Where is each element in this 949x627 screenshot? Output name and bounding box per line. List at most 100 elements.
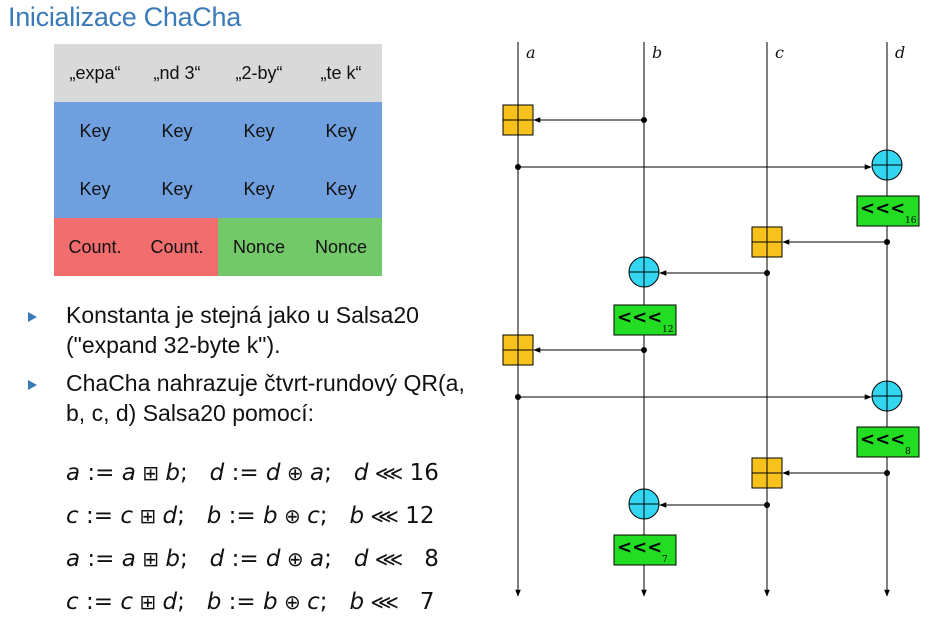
equation-token: := xyxy=(221,503,264,529)
xor-icon xyxy=(628,256,660,288)
state-cell-const: „te k“ xyxy=(300,44,382,102)
state-cell-const: „nd 3“ xyxy=(136,44,218,102)
state-cell-key: Key xyxy=(218,102,300,160)
equation-token: c xyxy=(307,589,320,615)
equation-line: a := a ⊞ b; d := d ⊕ a; d ⋘ 8 xyxy=(66,541,439,584)
equation-token: b xyxy=(206,589,222,615)
rotate-left-box: <<<12 xyxy=(613,304,677,336)
equation-token: ⋘ xyxy=(364,504,406,528)
equation-token: ; xyxy=(324,460,354,486)
equation-token: a xyxy=(310,546,325,572)
equation-token: ⋘ xyxy=(368,547,410,571)
equation-token: b xyxy=(165,460,180,486)
equation-token: c xyxy=(66,589,79,615)
equation-token: a xyxy=(66,546,81,572)
lane-label-b: b xyxy=(652,43,662,62)
equation-token: 8 xyxy=(409,546,439,572)
equation-token: a xyxy=(121,546,136,572)
equation-token: ; xyxy=(179,460,210,486)
xor-icon xyxy=(871,149,903,181)
state-cell-const: „expa“ xyxy=(54,44,136,102)
bullet-item: ChaCha nahrazuje čtvrt-rundový QR(a, b, … xyxy=(28,368,488,428)
equation-token: ; xyxy=(319,503,350,529)
rotate-symbol: <<< xyxy=(860,429,905,450)
state-cell-key: Key xyxy=(54,102,136,160)
equation-token: b xyxy=(263,589,278,615)
xor-icon xyxy=(628,488,660,520)
equation-token: ⊕ xyxy=(280,547,311,571)
rotate-box xyxy=(856,426,920,458)
equation-token: b xyxy=(349,503,365,529)
equation-token: ⊞ xyxy=(135,461,166,485)
rotate-amount: 16 xyxy=(905,216,917,226)
equation-token: ; xyxy=(177,503,207,529)
equation-token: ⊕ xyxy=(277,590,308,614)
equation-line: c := c ⊞ d; b := b ⊕ c; b ⋘ 12 xyxy=(66,498,439,541)
equation-token: ; xyxy=(319,589,350,615)
bullet-text: ChaCha nahrazuje čtvrt-rundový QR(a, b, … xyxy=(66,370,465,426)
equation-token: ⊞ xyxy=(132,590,163,614)
lane-label-d: d xyxy=(895,43,905,62)
state-cell-key: Key xyxy=(54,160,136,218)
rotate-box xyxy=(613,534,677,566)
rotate-symbol: <<< xyxy=(617,307,662,328)
rotate-box xyxy=(856,195,920,227)
equation-line: c := c ⊞ d; b := b ⊕ c; b ⋘ 7 xyxy=(66,584,439,627)
rotate-amount: 8 xyxy=(905,447,911,457)
lane-label-c: c xyxy=(775,43,784,62)
state-cell-count: Count. xyxy=(54,218,136,276)
equation-token: := xyxy=(78,503,121,529)
rotate-box xyxy=(613,304,677,336)
equation-token: := xyxy=(224,460,266,486)
state-cell-key: Key xyxy=(300,160,382,218)
modular-add-icon xyxy=(751,226,783,258)
bullet-marker-icon xyxy=(28,380,37,390)
rotate-left-box: <<<8 xyxy=(856,426,920,458)
equation-token: a xyxy=(121,460,136,486)
equation-line: a := a ⊞ b; d := d ⊕ a; d ⋘ 16 xyxy=(66,455,439,498)
equation-token: 12 xyxy=(405,503,435,529)
equation-token: := xyxy=(80,546,122,572)
bullet-item: Konstanta je stejná jako u Salsa20 ("exp… xyxy=(28,300,488,360)
equation-token: := xyxy=(78,589,121,615)
equation-token: d xyxy=(265,460,281,486)
lane-label-a: a xyxy=(526,43,536,62)
state-cell-count: Count. xyxy=(136,218,218,276)
equation-token: d xyxy=(209,460,225,486)
modular-add-icon xyxy=(502,104,534,136)
equation-token: d xyxy=(265,546,281,572)
state-cell-key: Key xyxy=(136,160,218,218)
bullet-text: Konstanta je stejná jako u Salsa20 ("exp… xyxy=(66,302,419,358)
modular-add-icon xyxy=(751,457,783,489)
equation-token: d xyxy=(353,460,369,486)
state-cell-const: „2-by“ xyxy=(218,44,300,102)
state-cell-key: Key xyxy=(218,160,300,218)
equation-token: ; xyxy=(324,546,354,572)
equation-token: ⊞ xyxy=(132,504,163,528)
equation-token: 16 xyxy=(409,460,439,486)
equation-token: c xyxy=(307,503,320,529)
equation-token: ; xyxy=(177,589,207,615)
equation-token: b xyxy=(206,503,222,529)
equation-token: ; xyxy=(179,546,210,572)
bullet-marker-icon xyxy=(28,312,37,322)
equation-token: ⊕ xyxy=(280,461,311,485)
equation-token: ⋘ xyxy=(364,590,406,614)
state-cell-nonce: Nonce xyxy=(300,218,382,276)
rotate-amount: 12 xyxy=(662,325,673,335)
bullet-list: Konstanta je stejná jako u Salsa20 ("exp… xyxy=(28,300,488,436)
state-cell-key: Key xyxy=(300,102,382,160)
equation-token: := xyxy=(221,589,264,615)
equation-token: 7 xyxy=(405,589,435,615)
equation-token: ⊞ xyxy=(135,547,166,571)
equation-token: c xyxy=(120,589,133,615)
rotate-symbol: <<< xyxy=(860,198,905,219)
rotate-left-box: <<<7 xyxy=(613,534,677,566)
equation-token: := xyxy=(224,546,266,572)
equation-token: a xyxy=(66,460,81,486)
equation-token: b xyxy=(349,589,365,615)
equation-token: d xyxy=(162,589,178,615)
equation-token: ⊕ xyxy=(277,504,308,528)
